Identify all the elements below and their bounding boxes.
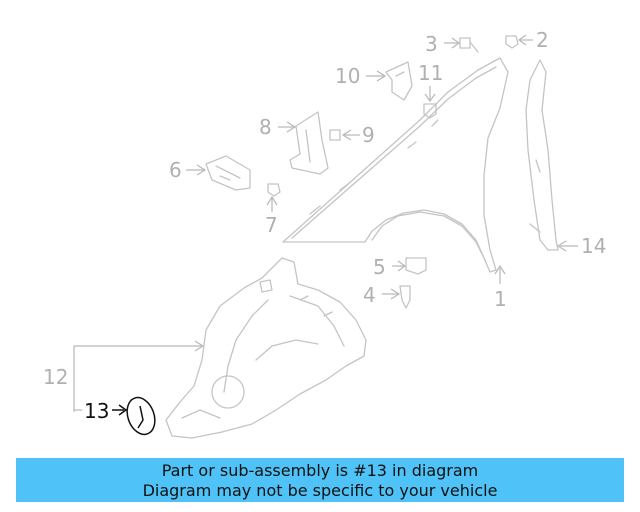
fender-part-1 <box>282 57 509 284</box>
callout-1: 1 <box>494 287 507 311</box>
bolt-part-3 <box>444 37 479 53</box>
banner-line-1: Part or sub-assembly is #13 in diagram <box>161 461 479 480</box>
seal-part-13 <box>74 396 156 436</box>
clip-part-5 <box>392 257 427 275</box>
callout-8: 8 <box>259 115 272 139</box>
clip-part-7 <box>266 183 281 212</box>
info-banner: Part or sub-assembly is #13 in diagram D… <box>16 458 624 502</box>
callout-14: 14 <box>581 234 606 258</box>
callout-5: 5 <box>373 255 386 279</box>
fender-liner-part-12 <box>73 257 367 439</box>
callout-3: 3 <box>425 32 438 56</box>
bolt-part-9 <box>329 129 360 141</box>
fender-seal-part-14 <box>525 59 578 252</box>
callout-2: 2 <box>536 28 549 52</box>
bracket-part-8 <box>278 111 329 175</box>
callout-7: 7 <box>265 213 278 237</box>
clip-part-11 <box>423 86 437 119</box>
clip-part-2 <box>505 34 533 49</box>
callout-12: 12 <box>43 365 68 389</box>
fastener-part-4 <box>382 285 411 309</box>
banner-line-2: Diagram may not be specific to your vehi… <box>142 481 498 500</box>
bracket-part-6 <box>186 155 251 191</box>
callout-11: 11 <box>418 61 443 85</box>
callout-4: 4 <box>363 283 376 307</box>
callout-6: 6 <box>169 158 182 182</box>
callout-9: 9 <box>362 123 375 147</box>
bracket-part-10 <box>366 61 413 101</box>
callout-13: 13 <box>84 399 109 423</box>
callout-10: 10 <box>335 64 360 88</box>
